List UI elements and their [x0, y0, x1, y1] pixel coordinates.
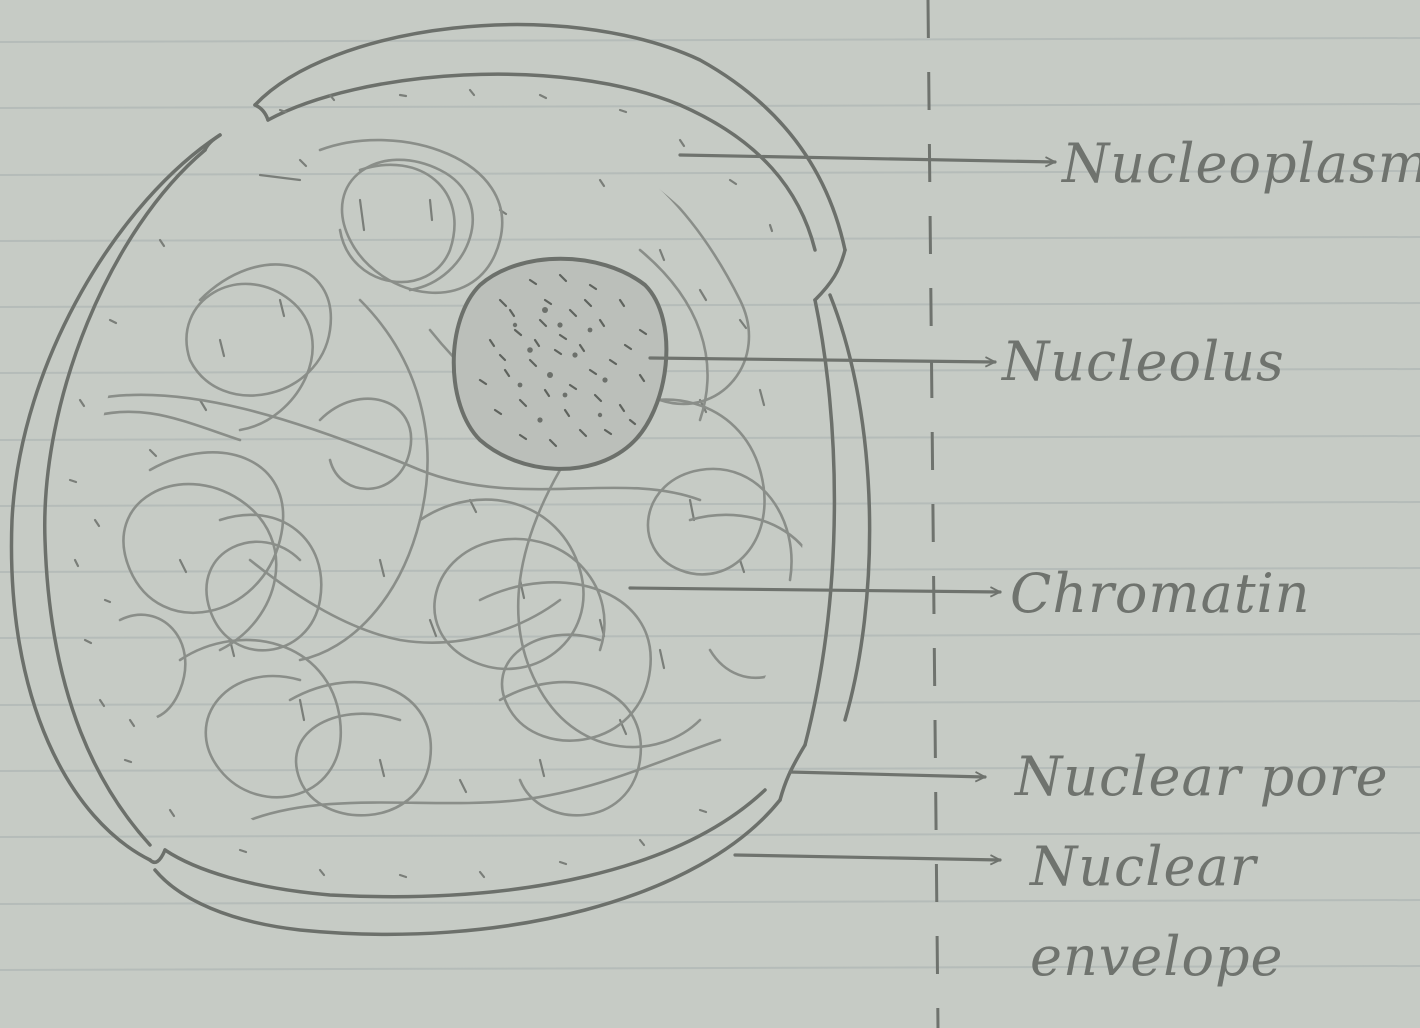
arrow-nuclear-pore: [790, 772, 985, 777]
label-chromatin: Chromatin: [1010, 562, 1311, 625]
arrow-nucleolus: [650, 358, 995, 362]
chromatin-threads: [80, 130, 821, 820]
arrow-chromatin: [630, 588, 1000, 592]
label-nuclear-envelope-line2: envelope: [1030, 925, 1284, 988]
arrow-nucleoplasm: [680, 155, 1055, 162]
label-nucleoplasm: Nucleoplasm: [1060, 132, 1420, 195]
nucleolus: [454, 259, 667, 469]
label-nucleolus: Nucleolus: [1000, 330, 1285, 393]
nuclear-envelope: [11, 25, 869, 935]
dashed-divider: [928, 0, 938, 1028]
label-nuclear-envelope-line1: Nuclear: [1028, 835, 1259, 898]
label-nuclear-pore: Nuclear pore: [1013, 745, 1389, 808]
arrow-nuclear-envelope: [735, 855, 1000, 860]
